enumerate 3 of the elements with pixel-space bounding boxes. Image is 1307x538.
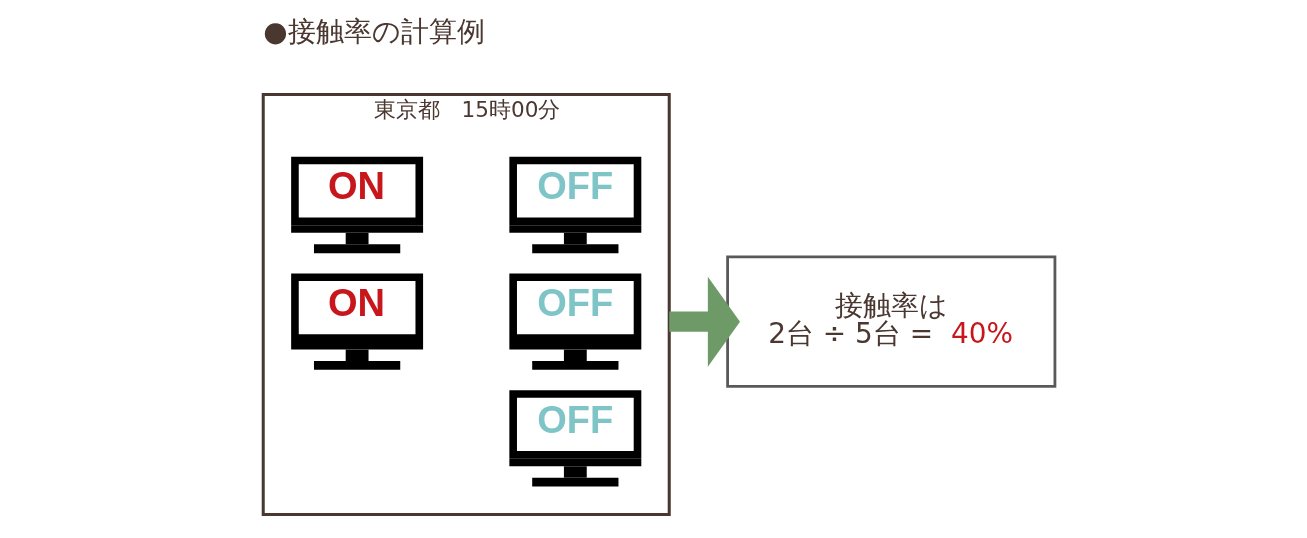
node-box: 接触率は 2台 ÷ 5台 = 40% [725,255,1056,388]
diagram-title: ●接触率の計算例 [262,14,485,48]
arrow [668,276,740,367]
